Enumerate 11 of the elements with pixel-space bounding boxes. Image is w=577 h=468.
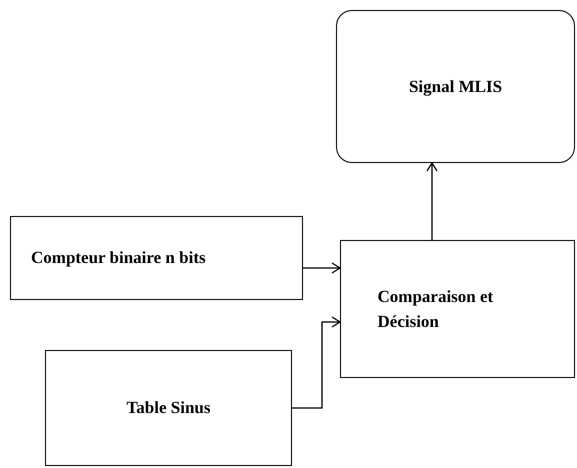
box-label: Signal MLIS xyxy=(408,76,502,98)
box-label: Table Sinus xyxy=(126,397,210,420)
process-box xyxy=(45,350,292,466)
process-box xyxy=(10,216,303,300)
process-box xyxy=(340,240,575,378)
arrow xyxy=(303,262,341,274)
rounded-box xyxy=(336,10,575,163)
box-label: Compteur binaire n bits xyxy=(31,247,206,270)
arrow xyxy=(292,316,341,409)
arrow xyxy=(426,162,438,240)
box-label: Comparaison et Décision xyxy=(378,286,494,333)
